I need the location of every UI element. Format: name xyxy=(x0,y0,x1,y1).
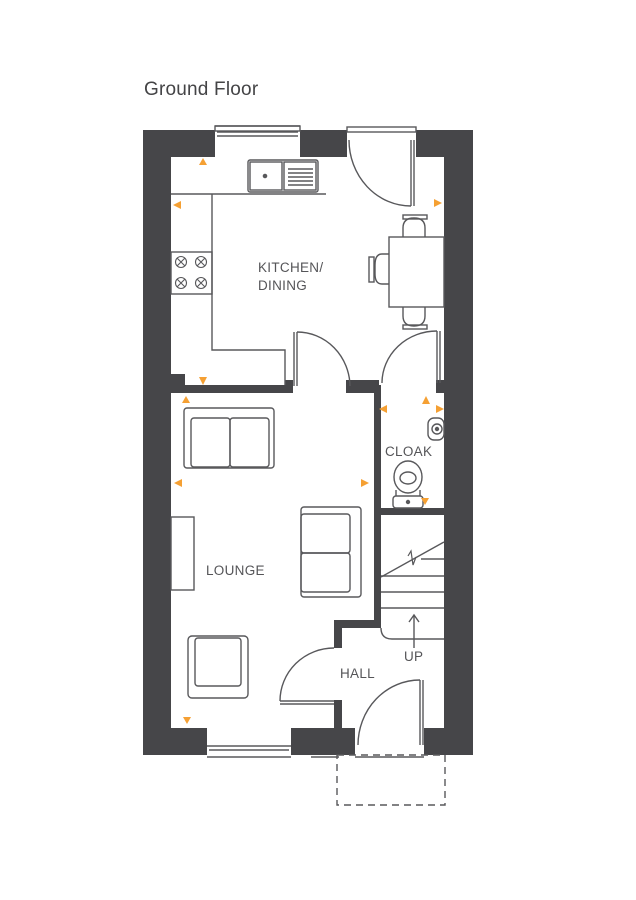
sink xyxy=(247,159,319,193)
tv-unit xyxy=(170,516,195,591)
hob xyxy=(170,251,213,295)
toilet xyxy=(392,460,424,509)
lounge-label: LOUNGE xyxy=(206,563,265,578)
back-door xyxy=(346,126,417,207)
kitchen-label-line1: KITCHEN/ xyxy=(258,260,323,275)
kitchen-label-line2: DINING xyxy=(258,278,307,293)
armchair xyxy=(187,635,249,699)
lounge-door xyxy=(279,647,335,705)
cloak-label: CLOAK xyxy=(385,444,432,459)
basin xyxy=(427,417,445,441)
hall-label: HALL xyxy=(340,666,375,681)
stairs-up-label: UP xyxy=(404,649,423,664)
staircase xyxy=(380,541,445,648)
sofa-right xyxy=(300,506,362,598)
window-kitchen xyxy=(214,125,301,137)
walls xyxy=(143,130,473,755)
window-lounge xyxy=(207,745,291,758)
sofa-top xyxy=(183,407,275,469)
kitchen-door-right xyxy=(381,330,441,384)
floor-title: Ground Floor xyxy=(144,79,259,100)
kitchen-door-left xyxy=(293,331,351,387)
porch-canopy xyxy=(336,754,446,806)
dining-table xyxy=(368,214,445,330)
orange-markers xyxy=(173,158,444,724)
front-door xyxy=(355,679,424,758)
